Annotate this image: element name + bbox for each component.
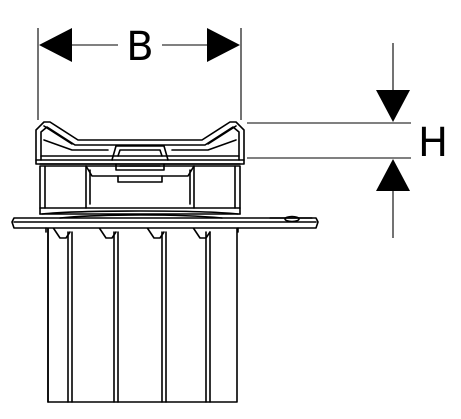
flange-screw-hole (284, 215, 300, 223)
arrow-up-icon (376, 159, 410, 191)
dimension-b: B (37, 24, 242, 120)
drain-pipe (47, 225, 238, 403)
drain-housing (39, 165, 241, 219)
dimension-b-label: B (126, 24, 153, 70)
flange-plate (11, 217, 319, 229)
housing-outline (39, 165, 241, 215)
grate-insert (111, 145, 169, 161)
pipe-outline (47, 225, 238, 403)
arrow-down-icon (376, 90, 410, 122)
drain-grating (35, 121, 245, 171)
arrow-right-icon (207, 28, 240, 62)
dimension-h: H (247, 43, 448, 238)
dimension-h-label: H (418, 120, 448, 166)
grating-frame (35, 121, 245, 165)
drain-flange (11, 215, 319, 233)
arrow-left-icon (39, 28, 72, 62)
drain-part (11, 121, 319, 403)
